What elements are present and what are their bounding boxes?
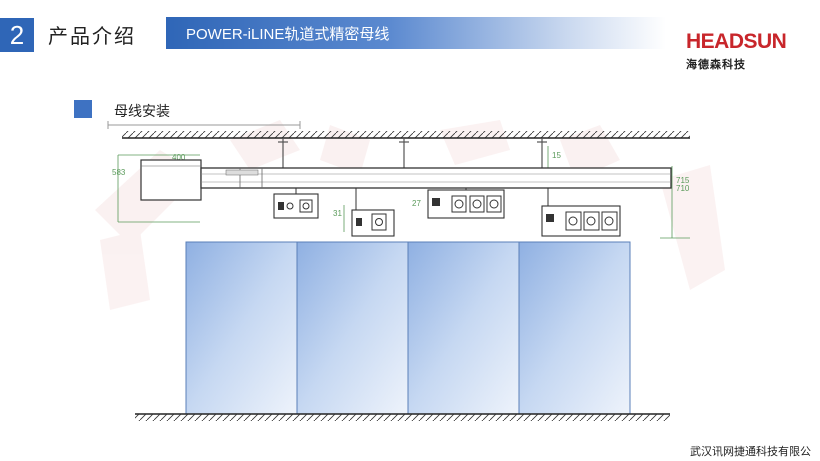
dim-right-a: 715 [676,176,690,185]
rack-2 [296,241,409,415]
dim-box-h1: 31 [333,209,342,218]
dimension-lines [117,146,690,239]
dimension-top [107,121,301,129]
ribbon-title: POWER-iLINE轨道式精密母线 [186,26,390,43]
tap-off-box-1 [273,188,319,219]
tap-off-box-4 [541,188,621,237]
tap-off-box-3 [427,188,505,219]
title-ribbon [166,17,666,49]
dim-box-h2: 27 [412,199,421,208]
footer-company: 武汉讯网捷通科技有限公司 [690,445,811,458]
feed-box [140,159,202,201]
section-title: 产品介绍 [48,24,136,48]
dim-mid-drop: 15 [552,151,561,160]
ceiling [122,131,690,139]
busway-track [200,167,672,189]
rack-4 [518,241,631,415]
rack-1 [185,241,298,415]
dim-left-height: 583 [112,168,126,177]
floor [135,413,670,421]
dim-right-b: 710 [676,184,690,193]
dim-top-width: 400 [172,153,186,162]
subtitle: 母线安装 [114,104,170,120]
section-number: 2 [0,18,34,52]
hanger-rods [278,138,547,168]
server-racks [185,241,631,415]
tap-off-box-2 [351,188,395,237]
logo-sub-text: 海德森科技 [686,58,746,71]
rack-3 [407,241,520,415]
subtitle-bullet [74,100,92,118]
logo-brand-text: HEADSUN [686,30,787,53]
dimension-labels: 400 583 715 710 15 31 27 [112,151,690,218]
slide-header: 2 产品介绍 POWER-iLINE轨道式精密母线 HEADSUN 海德森科技 [0,0,820,71]
brand-logo: HEADSUN 海德森科技 [686,30,806,74]
